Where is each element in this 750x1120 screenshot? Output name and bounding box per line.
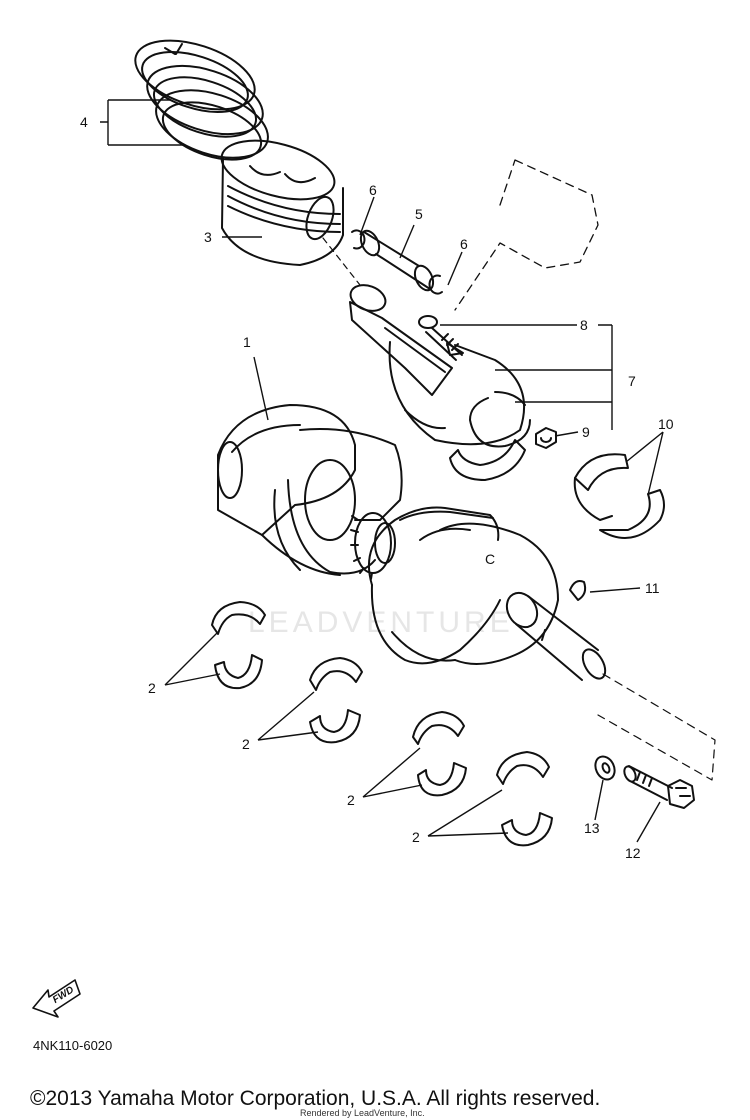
circlip-left (351, 229, 366, 250)
callout-8: 8 (580, 317, 588, 333)
callout-3: 3 (204, 229, 212, 245)
callout-2b: 2 (242, 736, 250, 752)
piston-ring-set (134, 39, 269, 161)
callout-labels: 1 2 2 2 2 3 4 5 6 6 7 8 9 10 11 12 13 (80, 114, 674, 861)
callout-2d: 2 (412, 829, 420, 845)
callout-10: 10 (658, 416, 674, 432)
bearing-pair-10 (573, 453, 665, 539)
piston-pin (359, 229, 435, 292)
crankshaft-right-section (367, 506, 559, 665)
callout-1: 1 (243, 334, 251, 350)
copyright-notice: ©2013 Yamaha Motor Corporation, U.S.A. A… (30, 1087, 600, 1110)
forward-arrow-icon: FWD (32, 979, 81, 1018)
woodruff-key (569, 580, 587, 601)
bearing-pair-2b (309, 657, 363, 744)
crank-web-mark: C (485, 551, 495, 567)
bearing-pair-2a (211, 601, 266, 690)
connecting-rod (349, 284, 526, 446)
rod-bearing-shells (449, 391, 531, 481)
bearing-pair-2d (496, 751, 553, 847)
callout-11: 11 (645, 580, 660, 596)
callout-2c: 2 (347, 792, 355, 808)
callout-6a: 6 (369, 182, 377, 198)
callout-13: 13 (584, 820, 600, 836)
diagram-part-code: 4NK110-6020 (33, 1038, 112, 1053)
crankshaft-left-section (217, 404, 403, 576)
callout-12: 12 (625, 845, 641, 861)
bolt (623, 765, 695, 809)
piston (220, 139, 344, 266)
rendered-by-credit: Rendered by LeadVenture, Inc. (300, 1108, 425, 1118)
rod-nut (535, 427, 557, 449)
callout-6b: 6 (460, 236, 468, 252)
callout-2a: 2 (148, 680, 156, 696)
crankshaft-taper-end (505, 591, 607, 681)
washer (594, 755, 616, 781)
cylinder-phantom-outline (454, 159, 599, 311)
watermark-text: LEADVENTURE (248, 606, 514, 639)
circlip-right (428, 274, 443, 295)
callout-7: 7 (628, 373, 636, 389)
leader-lines (100, 99, 664, 843)
callout-5: 5 (415, 206, 423, 222)
bearing-pair-2c (412, 711, 467, 797)
callout-9: 9 (582, 424, 590, 440)
rod-bolt (418, 315, 463, 361)
callout-4: 4 (80, 114, 88, 130)
